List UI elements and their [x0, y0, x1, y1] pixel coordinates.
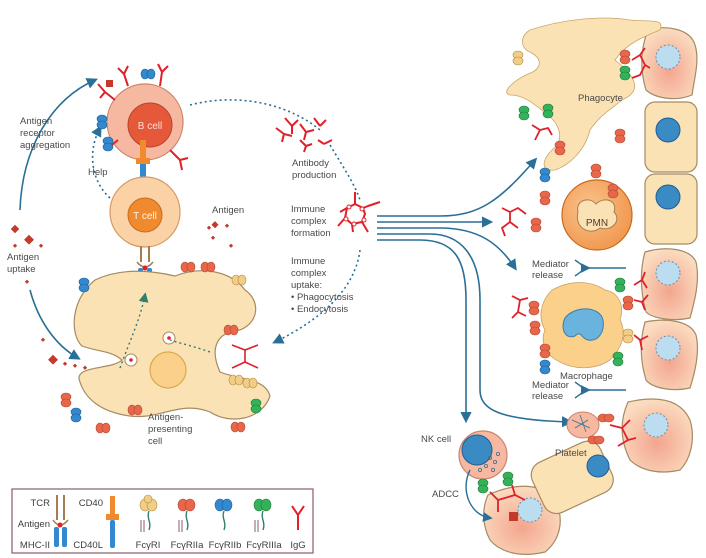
antibody-dotted-path: [189, 99, 321, 131]
legend-fcgr2a-label: FcγRIIa: [171, 540, 204, 551]
processing-dotted-path-2: [169, 339, 211, 353]
legend-fcgr2b-icon: [214, 498, 233, 531]
antigen-receptor-aggregation-label: Antigen receptor aggregation: [20, 116, 70, 151]
platelet-label: Platelet: [555, 448, 587, 459]
adcc-antigen: [509, 512, 518, 521]
t-cell-label: T cell: [133, 211, 157, 222]
legend-mhc-ii-label: MHC-II: [20, 540, 50, 551]
effector-arrows: [377, 157, 574, 428]
mediator-release-arrow-1: [574, 259, 626, 277]
cd40-cd40l-connector: [136, 140, 150, 186]
pmn-cell: PMN: [561, 179, 633, 251]
t-cell: T cell: [109, 176, 181, 248]
nk-cell-label: NK cell: [421, 434, 451, 445]
free-antibodies: [275, 117, 333, 153]
legend-antigen-label: Antigen: [18, 519, 50, 530]
production-dotted-path: [329, 144, 361, 201]
pmn-label: PMN: [586, 218, 608, 229]
uptake-arrow: [29, 289, 81, 360]
apc-nucleus: [149, 351, 187, 389]
mediator-release-label-2: Mediator release: [532, 380, 572, 402]
legend-cd40-label: CD40: [79, 498, 103, 509]
help-label: Help: [88, 167, 108, 178]
immune-complex: [337, 192, 381, 233]
nk-cell: [458, 430, 508, 480]
antigen-presenting-cell-label: Antigen- presenting cell: [148, 412, 195, 447]
legend-tcr-mhc-icon: [52, 495, 69, 547]
processing-dotted-path: [119, 292, 149, 369]
adcc-immune-complex: [489, 484, 526, 512]
pmn-immune-complex: [500, 206, 527, 237]
antibody-production-label: Antibody production: [292, 158, 336, 181]
b-cell-label: B cell: [138, 121, 162, 132]
mediator-release-label-1: Mediator release: [532, 259, 572, 281]
immune-complex-uptake-label: Immune complex uptake: • Phagocytosis • …: [291, 256, 356, 315]
internalized-immune-complex: [231, 344, 259, 369]
endothelial-cells: [644, 101, 698, 245]
legend-fcgr2a-icon: [177, 498, 196, 532]
legend-igg-label: IgG: [290, 540, 305, 551]
legend-fcgr1-label: FcγRI: [136, 540, 161, 551]
legend-cd40-icon: [106, 496, 119, 548]
legend: TCR Antigen MHC-II CD40 CD40L FcγRI FcγR…: [11, 488, 314, 554]
legend-igg-icon: [291, 505, 305, 530]
antigen-presenting-cell: [73, 270, 271, 420]
legend-fcgr3a-icon: [253, 498, 272, 532]
platelet-immune-complex: [609, 419, 637, 447]
phagocyte-immune-complexes: [531, 47, 651, 141]
antigen-uptake-label: Antigen uptake: [7, 252, 42, 275]
platelet: [566, 411, 600, 439]
adcc-label: ADCC: [432, 489, 459, 500]
legend-fcgr2b-label: FcγRIIb: [209, 540, 242, 551]
adcc-arrow: [465, 469, 493, 522]
legend-cd40l-label: CD40L: [73, 540, 103, 551]
legend-fcgr3a-label: FcγRIIIa: [246, 540, 282, 551]
immune-complex-formation-label: Immune complex formation: [291, 204, 331, 239]
aggregation-arrow: [19, 78, 98, 211]
target-cells: [483, 27, 699, 555]
uptake-dotted-path: [272, 249, 361, 344]
mediator-release-arrow-2: [574, 381, 626, 399]
macrophage-label: Macrophage: [560, 371, 613, 382]
legend-fcgr1-icon: [139, 494, 158, 532]
macrophage-nucleus: [562, 308, 604, 341]
macrophage-immune-complexes: [511, 271, 649, 351]
legend-tcr-label: TCR: [30, 498, 50, 509]
antigen-label: Antigen: [212, 205, 244, 216]
phagocyte: [506, 17, 662, 171]
phagocyte-label: Phagocyte: [578, 93, 623, 104]
